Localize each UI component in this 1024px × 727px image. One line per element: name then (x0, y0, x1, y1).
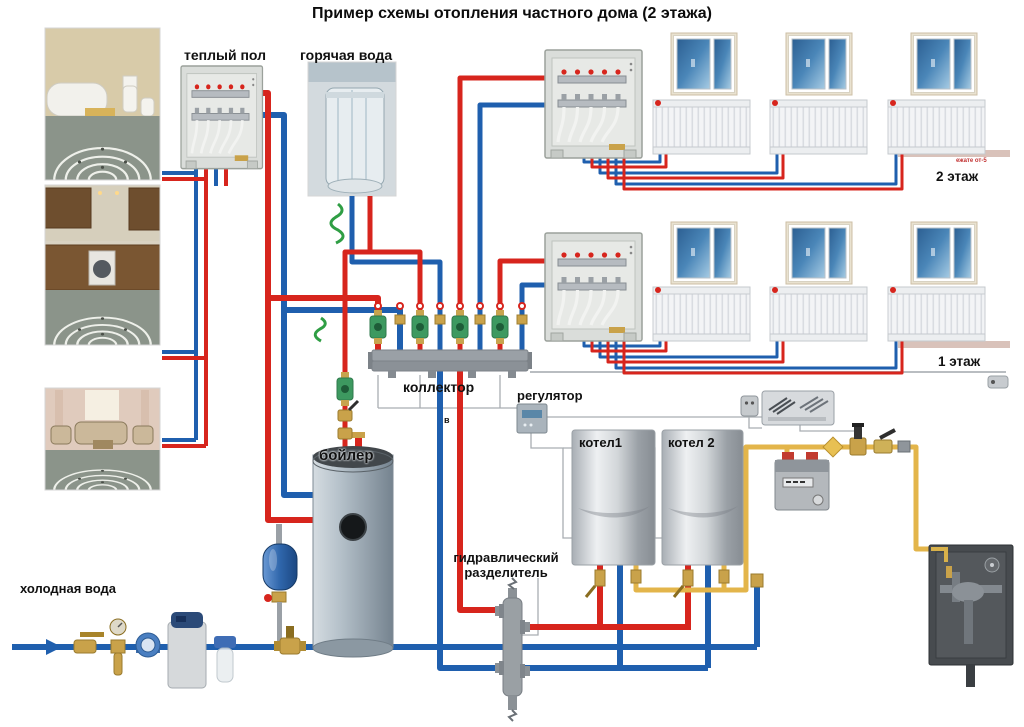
watermark-text: ежате от-5 (956, 158, 987, 164)
gas-pressure-regulator (849, 423, 867, 456)
water-meter (135, 632, 161, 658)
storage-tank (312, 446, 394, 658)
manifold-cabinet-floor2 (543, 48, 644, 160)
warm-floor-cabinet (179, 64, 265, 171)
photo-kitchen-warm-floor (43, 184, 162, 347)
storage-tank-label: бойлер (319, 447, 374, 464)
boiler-1-unit (571, 429, 656, 598)
collector-pump (369, 309, 387, 345)
collector-manifold (368, 302, 532, 378)
pressure-reducer (274, 626, 306, 655)
gas-filter (822, 436, 844, 458)
water-softener (167, 612, 207, 689)
storage-tank-pump (336, 371, 360, 440)
power-plug (740, 395, 759, 417)
floor1-radiators (652, 286, 986, 342)
collector-label: коллектор (403, 379, 475, 395)
gas-meter (774, 452, 830, 511)
cold-water-flow-arrow-icon (46, 639, 62, 655)
gas-ball-valve (873, 428, 911, 454)
boiler-2-label: котел 2 (668, 435, 715, 450)
collector-pump (491, 309, 509, 345)
regulator-device (516, 403, 548, 434)
boiler-2-unit (661, 429, 744, 598)
collector-pump (451, 309, 469, 345)
floor-1-label: 1 этаж (938, 354, 981, 369)
hot-water-label: горячая вода (300, 47, 393, 63)
boiler-1-label: котел1 (579, 435, 623, 450)
gas-cabinet (928, 544, 1014, 687)
floor2-windows (670, 32, 978, 96)
wall-thermostat (987, 375, 1009, 389)
marker-b-label: в (444, 415, 450, 425)
cold-water-label: холодная вода (20, 581, 116, 596)
photo-shower-hot-water (307, 61, 397, 197)
photo-livingroom-warm-floor (43, 387, 162, 492)
green-flex-markers (313, 202, 345, 343)
floor-2-label: 2 этаж (936, 169, 979, 184)
collector-pump (411, 309, 429, 345)
photo-bathroom-warm-floor (43, 27, 162, 182)
expansion-tank (262, 524, 298, 647)
floor2-radiators (652, 99, 986, 155)
regulator-label: регулятор (517, 388, 583, 403)
warm-floor-label: теплый пол (184, 47, 266, 63)
cartridge-filter (214, 636, 236, 683)
controller-device (761, 390, 835, 426)
floor1-windows (670, 221, 978, 285)
page-title: Пример схемы отопления частного дома (2 … (312, 5, 712, 22)
hydraulic-separator-label: гидравлический разделитель (453, 550, 559, 580)
water-filter-gauge (109, 618, 127, 676)
hydraulic-separator-unit (495, 577, 530, 722)
inlet-ball-valve (73, 632, 104, 654)
manifold-cabinet-floor1 (543, 231, 644, 343)
